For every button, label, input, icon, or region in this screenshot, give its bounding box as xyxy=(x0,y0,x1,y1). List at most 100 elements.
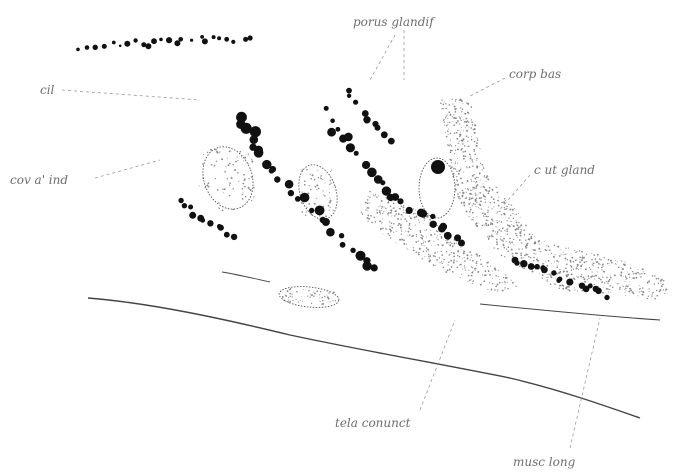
stipple-dot xyxy=(218,202,220,204)
stipple-dot xyxy=(392,202,395,205)
leader-tela xyxy=(419,319,456,411)
stipple-dot xyxy=(503,246,506,249)
stipple-dot xyxy=(512,255,514,258)
stipple-dot xyxy=(253,186,255,189)
stipple-dot xyxy=(590,268,592,270)
stipple-dot xyxy=(463,201,465,203)
granule-dot xyxy=(338,233,345,239)
stipple-dot xyxy=(490,288,493,291)
stipple-dot xyxy=(536,259,539,262)
stipple-dot xyxy=(510,220,512,223)
stipple-dot xyxy=(305,211,307,213)
stipple-dot xyxy=(572,260,575,263)
stipple-dot xyxy=(490,196,493,198)
stipple-dot xyxy=(243,179,245,182)
stipple-dot xyxy=(457,183,459,186)
stipple-dot xyxy=(591,271,593,273)
stipple-dot xyxy=(528,255,530,258)
stipple-dot xyxy=(565,286,568,289)
stipple-dot xyxy=(318,214,321,217)
stipple-dot xyxy=(546,264,549,267)
stipple-dot xyxy=(307,192,310,195)
stipple-dot xyxy=(467,146,469,148)
stipple-dot xyxy=(504,276,507,279)
stipple-dot xyxy=(608,288,611,291)
stipple-dot xyxy=(392,231,395,233)
stipple-dot xyxy=(593,275,595,277)
stipple-dot xyxy=(580,265,583,268)
stipple-dot xyxy=(646,297,649,300)
stipple-dot xyxy=(461,115,463,117)
stipple-dot xyxy=(448,145,450,147)
stipple-dot xyxy=(467,112,470,114)
stipple-dot xyxy=(496,241,498,243)
stipple-dot xyxy=(571,256,574,259)
stipple-dot xyxy=(530,237,533,240)
stipple-dot xyxy=(488,282,491,284)
stipple-dot xyxy=(469,193,472,195)
stipple-dot xyxy=(441,262,444,265)
stipple-dot xyxy=(457,162,459,164)
stipple-dot xyxy=(497,204,500,207)
stipple-dot xyxy=(469,153,471,155)
granule-dot xyxy=(380,131,388,139)
stipple-dot xyxy=(397,224,400,227)
stipple-dot xyxy=(401,238,404,241)
stipple-dot xyxy=(218,207,220,210)
stipple-dot xyxy=(465,191,468,193)
stipple-dot xyxy=(476,159,478,161)
stipple-dot xyxy=(481,274,484,276)
stipple-dot xyxy=(463,121,466,123)
stipple-dot xyxy=(468,269,470,271)
stipple-dot xyxy=(473,148,475,151)
stipple-dot xyxy=(580,275,583,278)
stipple-dot xyxy=(466,196,468,198)
granule-dot xyxy=(541,266,548,274)
stipple-dot xyxy=(597,271,599,273)
stipple-dot xyxy=(526,242,529,245)
stipple-dot xyxy=(449,132,452,135)
granule-dot xyxy=(430,213,436,220)
stipple-dot xyxy=(374,221,377,223)
stipple-dot xyxy=(478,203,481,206)
stipple-dot xyxy=(557,272,560,274)
stipple-dot xyxy=(462,268,464,270)
stipple-dot xyxy=(368,217,370,220)
stipple-dot xyxy=(465,135,468,137)
granule-dot xyxy=(284,179,294,189)
stipple-dot xyxy=(665,288,668,291)
stipple-dot xyxy=(248,188,251,190)
granule-dot xyxy=(240,122,252,134)
stipple-dot xyxy=(617,261,618,263)
stipple-dot xyxy=(629,281,631,283)
granule-dot xyxy=(346,93,352,99)
stipple-dot xyxy=(657,282,660,285)
stipple-dot xyxy=(373,216,376,219)
stipple-dot xyxy=(449,139,451,141)
stipple-dot xyxy=(627,273,630,276)
stipple-dot xyxy=(565,253,567,255)
stipple-dot xyxy=(385,207,387,210)
stipple-dot xyxy=(452,261,455,264)
stipple-dot xyxy=(295,298,297,301)
stipple-dot xyxy=(497,247,499,250)
stipple-dot xyxy=(380,228,382,231)
stipple-dot xyxy=(448,261,450,263)
stipple-dot xyxy=(449,244,452,247)
stipple-dot xyxy=(445,131,447,134)
stipple-dot xyxy=(603,257,605,259)
granule-dot xyxy=(587,283,593,289)
stipple-dot xyxy=(242,182,245,185)
stipple-dot xyxy=(496,222,499,224)
stipple-dot xyxy=(281,295,284,298)
stipple-dot xyxy=(466,257,469,260)
stipple-dot xyxy=(664,292,666,295)
stipple-dot xyxy=(637,295,639,297)
stipple-dot xyxy=(476,176,478,179)
stipple-dot xyxy=(542,263,544,265)
stipple-dot xyxy=(400,224,402,227)
stipple-dot xyxy=(638,285,640,287)
stipple-dot xyxy=(560,253,562,255)
stipple-dot xyxy=(565,267,567,270)
stipple-dot xyxy=(502,276,505,279)
